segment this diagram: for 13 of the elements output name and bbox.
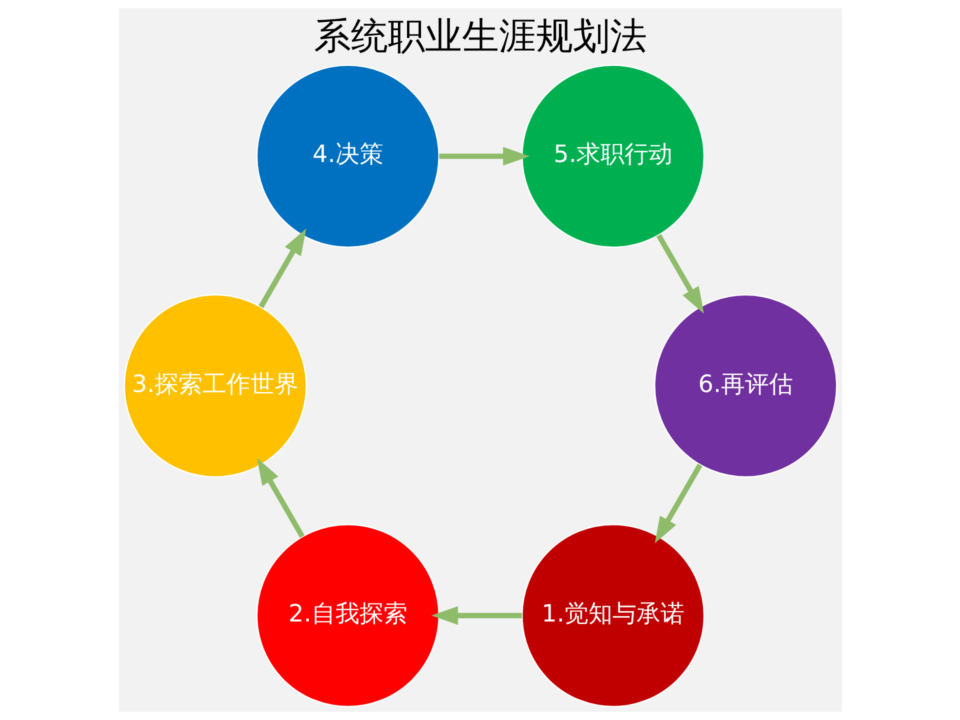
- arrow: [256, 458, 304, 538]
- arrow: [438, 146, 530, 166]
- arrow: [258, 228, 306, 308]
- arrow: [656, 234, 704, 314]
- node-circle: 1.觉知与承诺: [520, 524, 704, 708]
- node-circle: 3.探索工作世界: [123, 294, 306, 478]
- arrow: [654, 464, 702, 544]
- node-circle: 5.求职行动: [520, 64, 704, 248]
- node-circle: 2.自我探索: [256, 524, 440, 708]
- diagram-title: 系统职业生涯规划法: [314, 14, 646, 58]
- arrow: [430, 606, 522, 625]
- node-circle: 6.再评估: [654, 294, 837, 478]
- node-circle: 4.决策: [256, 64, 440, 248]
